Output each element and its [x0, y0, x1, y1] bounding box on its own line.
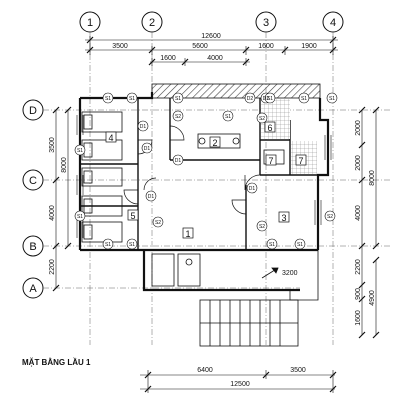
room-number-boxes [105, 121, 307, 239]
grid-label-2: 2 [149, 17, 155, 29]
dim-top-inner-1: 1600 [160, 55, 176, 62]
room-number-3: 3 [281, 213, 286, 223]
grid-label-d: D [29, 105, 37, 117]
tag-7: S1 [329, 96, 335, 102]
beds [81, 111, 123, 243]
dim-lines-left [52, 106, 72, 292]
roof-hatch [151, 83, 321, 99]
tag-9: D1 [175, 158, 182, 164]
dim-right-seg-3: 4000 [355, 205, 362, 221]
tag-17: S2 [259, 224, 265, 230]
dim-top-seg-2: 5600 [192, 43, 208, 50]
tag-20: S1 [269, 242, 275, 248]
exterior-walls [78, 92, 330, 292]
dim-bottom-seg-1: 6400 [197, 367, 213, 374]
tag-14: S1 [267, 96, 273, 102]
room-number-5: 5 [130, 211, 135, 221]
dim-left-2: 4000 [49, 205, 56, 221]
grid-axis-left [22, 99, 44, 299]
dim-lines-bottom [140, 370, 337, 393]
dim-right-seg-4: 2200 [355, 259, 362, 275]
tag-15: S2 [259, 116, 265, 122]
tag-4: D2 [247, 96, 254, 102]
tag-24: S2 [327, 214, 333, 220]
dim-right-seg-1: 2000 [355, 120, 362, 136]
dim-right-seg-5: 900 [355, 288, 362, 300]
tag-18: S1 [105, 242, 111, 248]
dim-left-4: 8000 [61, 157, 68, 173]
tag-2: S1 [175, 96, 181, 102]
dim-top-inner-2: 4000 [207, 55, 223, 62]
dim-right-total-2: 4900 [369, 290, 376, 306]
room-number-7a: 7 [268, 156, 273, 166]
dim-right-seg-6: 1600 [355, 310, 362, 326]
tag-21: S1 [297, 242, 303, 248]
tag-8: S2 [175, 114, 181, 120]
dim-left-3: 2200 [49, 259, 56, 275]
tag-13: S1 [225, 114, 231, 120]
tag-6: S1 [301, 96, 307, 102]
grid-label-b: B [29, 241, 36, 253]
windows [76, 115, 332, 238]
dim-top-overall: 12600 [201, 33, 221, 40]
tag-0: S1 [105, 96, 111, 102]
dim-top-seg-1: 3500 [112, 43, 128, 50]
tag-11: D1 [148, 194, 155, 200]
stair-arrow [261, 267, 279, 279]
dim-top-seg-4: 1900 [301, 43, 317, 50]
tag-23: S1 [77, 214, 83, 220]
dim-bottom-seg-2: 3500 [290, 367, 306, 374]
furniture [151, 133, 285, 287]
stair [199, 250, 319, 347]
grid-lines [43, 32, 392, 345]
tag-12: D1 [144, 146, 151, 152]
room-number-6: 6 [267, 123, 272, 133]
grid-label-4: 4 [330, 17, 336, 29]
dim-right-seg-2: 2000 [355, 155, 362, 171]
tag-1: S1 [129, 96, 135, 102]
tag-16: S2 [155, 220, 161, 226]
tag-circles [74, 92, 338, 250]
plan-title: MẶT BẰNG LẦU 1 [22, 357, 91, 367]
dim-bottom-overall: 12500 [230, 381, 250, 388]
grid-label-1: 1 [87, 17, 93, 29]
dim-right-total-1: 8000 [369, 170, 376, 186]
dim-top-seg-3: 1600 [258, 43, 274, 50]
tag-labels: S1 S1 S1 D1 D2 D2 S1 S1 S2 D1 D1 D1 D1 S… [77, 96, 335, 248]
tag-19: S1 [129, 242, 135, 248]
dim-lines-top [85, 36, 338, 66]
tag-5: D2 [263, 96, 270, 102]
dim-left-1: 3500 [49, 137, 56, 153]
room-number-1: 1 [185, 229, 190, 239]
room-number-2: 2 [212, 138, 217, 148]
tag-10: D1 [249, 186, 256, 192]
stair-note: 3200 [282, 270, 298, 277]
doors [123, 125, 261, 215]
grid-label-a: A [29, 283, 37, 295]
dim-lines-right [358, 106, 380, 339]
room-number-4: 4 [108, 133, 113, 143]
grid-label-c: C [29, 175, 37, 187]
grid-label-3: 3 [263, 17, 269, 29]
tag-3: D1 [140, 124, 147, 130]
grid-axis-top [79, 11, 344, 33]
room-number-7b: 7 [298, 156, 303, 166]
tag-22: S1 [77, 148, 83, 154]
